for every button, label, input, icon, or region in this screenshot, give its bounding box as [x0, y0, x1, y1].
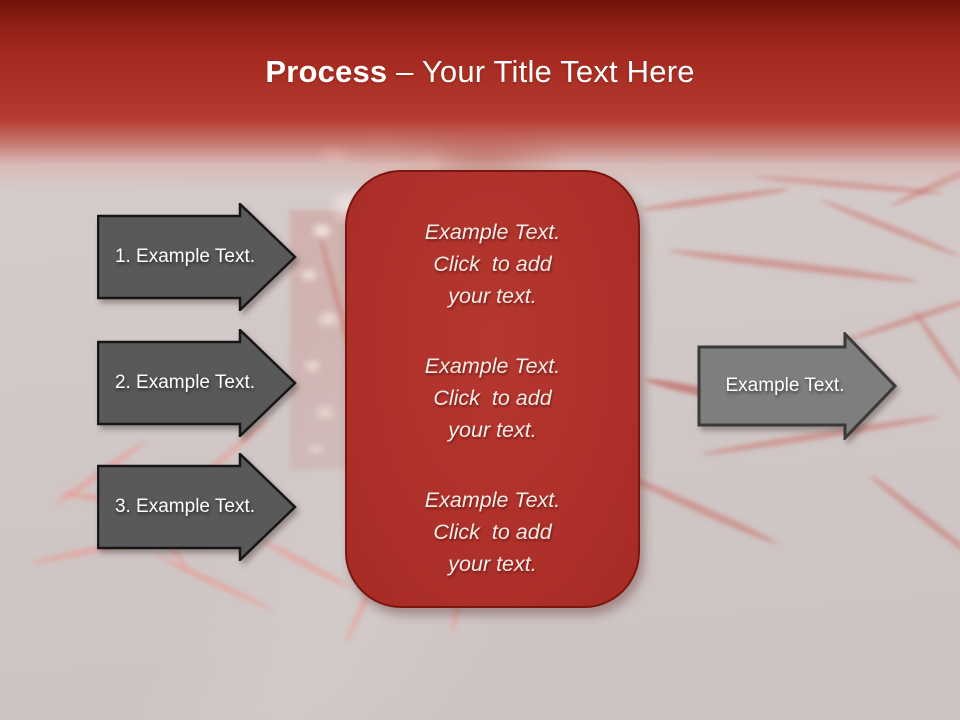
vessel-streak: [911, 309, 960, 387]
panel-block-1: Example Text. Click to add your text.: [369, 216, 616, 312]
panel-line: Click to add: [433, 386, 552, 410]
panel-line: Click to add: [433, 252, 552, 276]
panel-line: Example Text.: [424, 220, 561, 244]
slide-title-emphasis: Process: [265, 54, 388, 89]
panel-line: Example Text.: [424, 354, 561, 378]
process-output-arrow[interactable]: Example Text.: [697, 332, 897, 440]
slide-title-rest: – Your Title Text Here: [387, 54, 695, 89]
process-step-3-label[interactable]: 3. Example Text.: [114, 496, 256, 517]
right-arrow-shape-icon: [97, 203, 297, 311]
vessel-streak: [755, 173, 945, 197]
process-output-label[interactable]: Example Text.: [725, 375, 845, 396]
right-arrow-shape-icon: [97, 453, 297, 561]
center-panel-text[interactable]: Example Text. Click to add your text. Ex…: [347, 172, 638, 580]
vessel-streak: [668, 246, 918, 286]
panel-block-2: Example Text. Click to add your text.: [369, 350, 616, 446]
process-step-1-label[interactable]: 1. Example Text.: [114, 246, 256, 267]
panel-block-3: Example Text. Click to add your text.: [369, 484, 616, 580]
vessel-streak: [819, 197, 960, 259]
vessel-streak: [620, 470, 780, 548]
right-arrow-shape-icon: [697, 332, 897, 440]
panel-line: your text.: [448, 418, 537, 442]
panel-line: Click to add: [433, 520, 552, 544]
header-gradient: [0, 0, 960, 192]
vessel-streak: [640, 185, 790, 214]
vessel-streak: [888, 157, 960, 209]
panel-line: Example Text.: [424, 488, 561, 512]
vessel-streak: [867, 472, 960, 565]
process-step-3-arrow[interactable]: 3. Example Text.: [97, 453, 297, 561]
center-panel[interactable]: Example Text. Click to add your text. Ex…: [345, 170, 640, 608]
panel-line: your text.: [448, 284, 537, 308]
slide-title[interactable]: Process – Your Title Text Here: [0, 54, 960, 90]
right-arrow-shape-icon: [97, 329, 297, 437]
process-step-2-label[interactable]: 2. Example Text.: [114, 372, 256, 393]
panel-line: your text.: [448, 552, 537, 576]
vessel-streak: [154, 552, 276, 614]
process-step-2-arrow[interactable]: 2. Example Text.: [97, 329, 297, 437]
process-step-1-arrow[interactable]: 1. Example Text.: [97, 203, 297, 311]
